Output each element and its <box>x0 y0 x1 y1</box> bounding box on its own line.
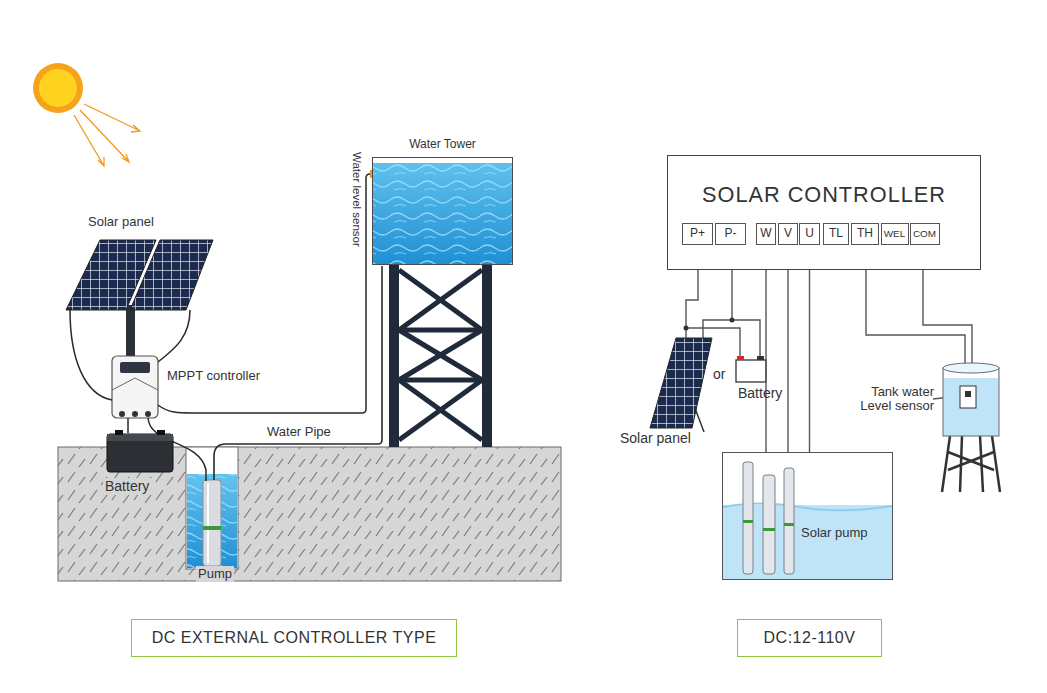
node-label: P- <box>725 227 737 241</box>
part-label: Tank water Level sensor <box>838 385 934 414</box>
terminal-cell: P- <box>715 223 746 245</box>
well <box>186 447 238 569</box>
well-water <box>187 474 237 568</box>
wire <box>686 255 972 399</box>
node-label: Solar pump <box>801 526 867 541</box>
part-label: Solar panel <box>620 430 691 447</box>
tower-label: Water Tower <box>373 138 512 152</box>
caption-box: DC:12-110V <box>737 619 882 657</box>
part-label: Water Pipe <box>265 424 333 440</box>
node-label: WEL <box>884 228 905 239</box>
part-label: MPPT controller <box>167 368 260 384</box>
part-label: Battery <box>738 385 782 402</box>
node-label: W <box>760 227 771 241</box>
node-label: COM <box>913 228 936 239</box>
small-water-tower <box>942 363 1000 492</box>
water-pipe <box>214 266 382 480</box>
node-label: V <box>784 227 792 241</box>
terminal-cell: TL <box>823 223 849 245</box>
part-label: Pump <box>196 566 234 582</box>
battery-left <box>107 430 173 472</box>
node-label: U <box>805 227 814 241</box>
caption-text: DC:12-110V <box>764 629 856 647</box>
terminal-dot <box>693 250 928 260</box>
water-tower <box>372 157 513 447</box>
solar-panel-right <box>650 338 712 432</box>
controller-box: SOLAR CONTROLLER P+ P- WVU TL TH WEL COM <box>667 155 981 270</box>
pump-box: Solar pump <box>722 452 893 580</box>
wire-connector <box>809 245 810 452</box>
node-label: TL <box>829 227 843 241</box>
part-label: or <box>713 366 725 383</box>
node-label: P+ <box>690 227 705 241</box>
pump-left <box>203 480 221 566</box>
part-label: Solar panel <box>88 214 154 230</box>
mppt-controller <box>112 356 158 418</box>
terminal-cell: COM <box>910 223 940 245</box>
solar-panel-left <box>66 240 213 360</box>
controller-title: SOLAR CONTROLLER <box>668 183 980 208</box>
terminal-cell: W <box>756 223 776 245</box>
wire-connector <box>787 245 788 452</box>
caption-text: DC EXTERNAL CONTROLLER TYPE <box>152 629 437 647</box>
pump-tank <box>723 462 892 579</box>
wire <box>70 174 373 481</box>
terminal-cell: P+ <box>682 223 713 245</box>
terminal-cell: U <box>799 223 820 245</box>
wire-connector <box>765 245 766 452</box>
junction-dot <box>684 318 735 331</box>
terminal-cell: WEL <box>881 223 909 245</box>
water-tank: Water Tower <box>372 157 513 265</box>
sun <box>33 63 140 166</box>
terminal-cell: TH <box>851 223 879 245</box>
part-label: Battery <box>103 478 151 495</box>
node-label: TH <box>857 227 873 241</box>
part-label: Water level sensor <box>349 152 363 247</box>
terminal-cell: V <box>778 223 798 245</box>
caption-box: DC EXTERNAL CONTROLLER TYPE <box>131 619 457 657</box>
battery-right <box>736 356 766 382</box>
